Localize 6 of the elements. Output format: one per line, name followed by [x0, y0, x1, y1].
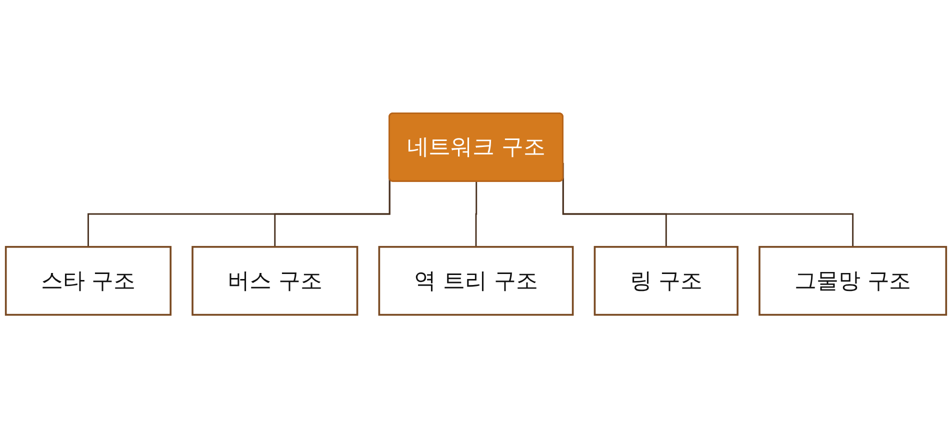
node-box: 버스 구조: [192, 246, 358, 316]
node-box: 역 트리 구조: [378, 246, 574, 316]
node-box: 링 구조: [594, 246, 738, 316]
connector: [475, 182, 478, 248]
node-box: 그물망 구조: [758, 246, 948, 316]
node-box: 스타 구조: [4, 246, 172, 316]
